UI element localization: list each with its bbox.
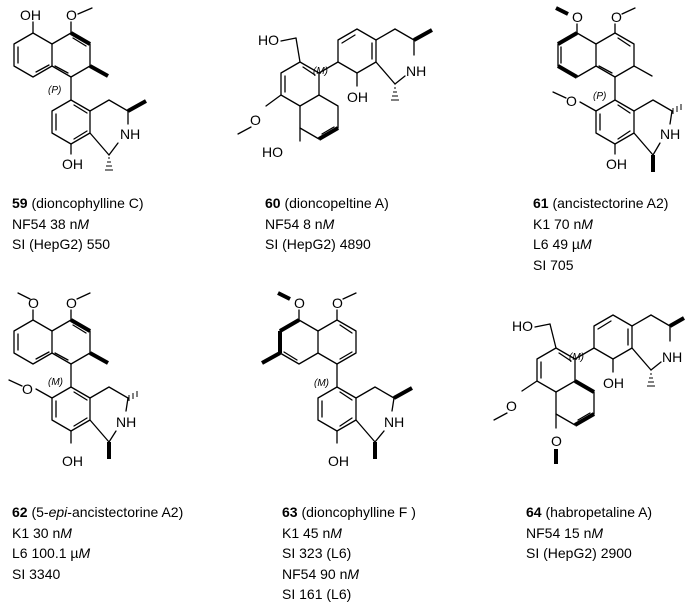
activity-line: K1 70 n — [533, 215, 582, 232]
activity-line: NF54 90 n — [282, 565, 348, 582]
unit: M — [77, 215, 90, 232]
oh-label: OH — [20, 7, 41, 23]
activity-line: NF54 15 n — [526, 524, 592, 541]
unit: M — [591, 524, 604, 541]
compound-name: (dioncophylline C) — [31, 195, 144, 211]
nh-label: NH — [662, 349, 682, 365]
activity-line: L6 49 µ — [533, 236, 580, 252]
activity-line: SI 161 (L6) — [282, 586, 352, 602]
oh-label: OH — [606, 156, 627, 172]
activity-line: NF54 38 n — [12, 215, 78, 232]
structure-62: O O (M) O NH OH — [8, 292, 138, 469]
oxygen-label: O — [611, 9, 622, 25]
compound-name: (dioncophylline F ) — [301, 504, 416, 520]
oxygen-label: O — [506, 398, 517, 414]
axis-label: (M) — [48, 377, 63, 388]
ho-label: HO — [258, 32, 279, 48]
unit: M — [330, 524, 342, 541]
compound-name: (5- — [31, 504, 49, 520]
activity-line: SI (HepG2) 550 — [12, 236, 111, 252]
oxygen-label: O — [66, 295, 77, 311]
unit: M — [581, 215, 593, 232]
compound-name: (ancistectorine A2) — [552, 195, 669, 211]
oxygen-label: O — [551, 433, 562, 449]
activity-line: SI 323 (L6) — [282, 545, 352, 561]
oxygen-label: O — [294, 295, 305, 311]
unit: M — [78, 545, 91, 561]
axis-label: (M) — [313, 66, 328, 77]
nh-label: NH — [660, 126, 680, 142]
oxygen-label: O — [250, 112, 261, 128]
caption-64: 64 (habropetaline A) NF54 15 nM SI (HepG… — [526, 502, 652, 564]
compound-name: (dioncopeltine A) — [284, 195, 389, 211]
oxygen-label: O — [28, 295, 39, 311]
nh-label: NH — [120, 126, 140, 142]
activity-line: SI 3340 — [12, 565, 61, 582]
axis-label: (M) — [314, 378, 329, 389]
axis-label: (P) — [48, 85, 61, 96]
compound-name-italic: epi — [48, 504, 68, 520]
oh-label: OH — [347, 89, 368, 105]
oh-label: OH — [603, 375, 624, 391]
axis-label: (P) — [593, 91, 606, 102]
activity-line: K1 30 n — [12, 524, 61, 541]
caption-60: 60 (dioncopeltine A) NF54 8 nM SI (HepG2… — [265, 193, 389, 255]
oxygen-label: O — [332, 295, 343, 311]
ho-label: HO — [512, 318, 533, 334]
oh-label: OH — [62, 156, 83, 172]
nh-label: NH — [116, 414, 136, 430]
compound-number: 60 — [265, 195, 281, 211]
activity-line: SI 705 — [533, 256, 574, 273]
caption-61: 61 (ancistectorine A2) K1 70 nM L6 49 µM… — [533, 193, 668, 275]
compound-number: 62 — [12, 504, 28, 520]
oxygen-label: O — [22, 381, 33, 397]
compound-name: (habropetaline A) — [545, 504, 653, 520]
structure-61: O O (P) O NH — [552, 6, 682, 172]
unit: M — [60, 524, 72, 541]
structure-60: HO O HO (M) NH O — [237, 28, 433, 160]
oxygen-label: O — [566, 93, 577, 109]
nh-label: NH — [406, 63, 426, 79]
compound-name: -ancistectorine A2) — [67, 504, 184, 520]
activity-line: L6 100.1 µ — [12, 545, 79, 561]
activity-line: SI (HepG2) 2900 — [526, 545, 632, 561]
nh-label: NH — [384, 414, 404, 430]
unit: M — [322, 215, 335, 232]
axis-label: (M) — [569, 352, 584, 363]
compound-number: 63 — [282, 504, 298, 520]
structure-63: O O (M) NH OH — [261, 291, 413, 469]
compound-number: 59 — [12, 195, 28, 211]
oh-label: OH — [328, 453, 349, 469]
oxygen-label: O — [572, 9, 583, 25]
oh-label: OH — [62, 453, 83, 469]
oxygen-label: O — [66, 7, 77, 23]
structure-59: OH O (P) NH OH — [13, 7, 147, 172]
unit: M — [580, 236, 592, 252]
activity-line: SI (HepG2) 4890 — [265, 236, 371, 252]
ho-label: HO — [262, 144, 283, 160]
caption-62: 62 (5-epi-ancistectorine A2) K1 30 nM L6… — [12, 502, 183, 584]
compound-number: 61 — [533, 195, 549, 211]
activity-line: K1 45 n — [282, 524, 331, 541]
compound-number: 64 — [526, 504, 542, 520]
activity-line: NF54 8 n — [265, 215, 323, 232]
caption-59: 59 (dioncophylline C) NF54 38 nM SI (Hep… — [12, 193, 144, 255]
unit: M — [347, 565, 360, 582]
structure-64: HO O O (M) NH OH — [493, 314, 685, 464]
caption-63: 63 (dioncophylline F ) K1 45 nM SI 323 (… — [282, 502, 416, 605]
